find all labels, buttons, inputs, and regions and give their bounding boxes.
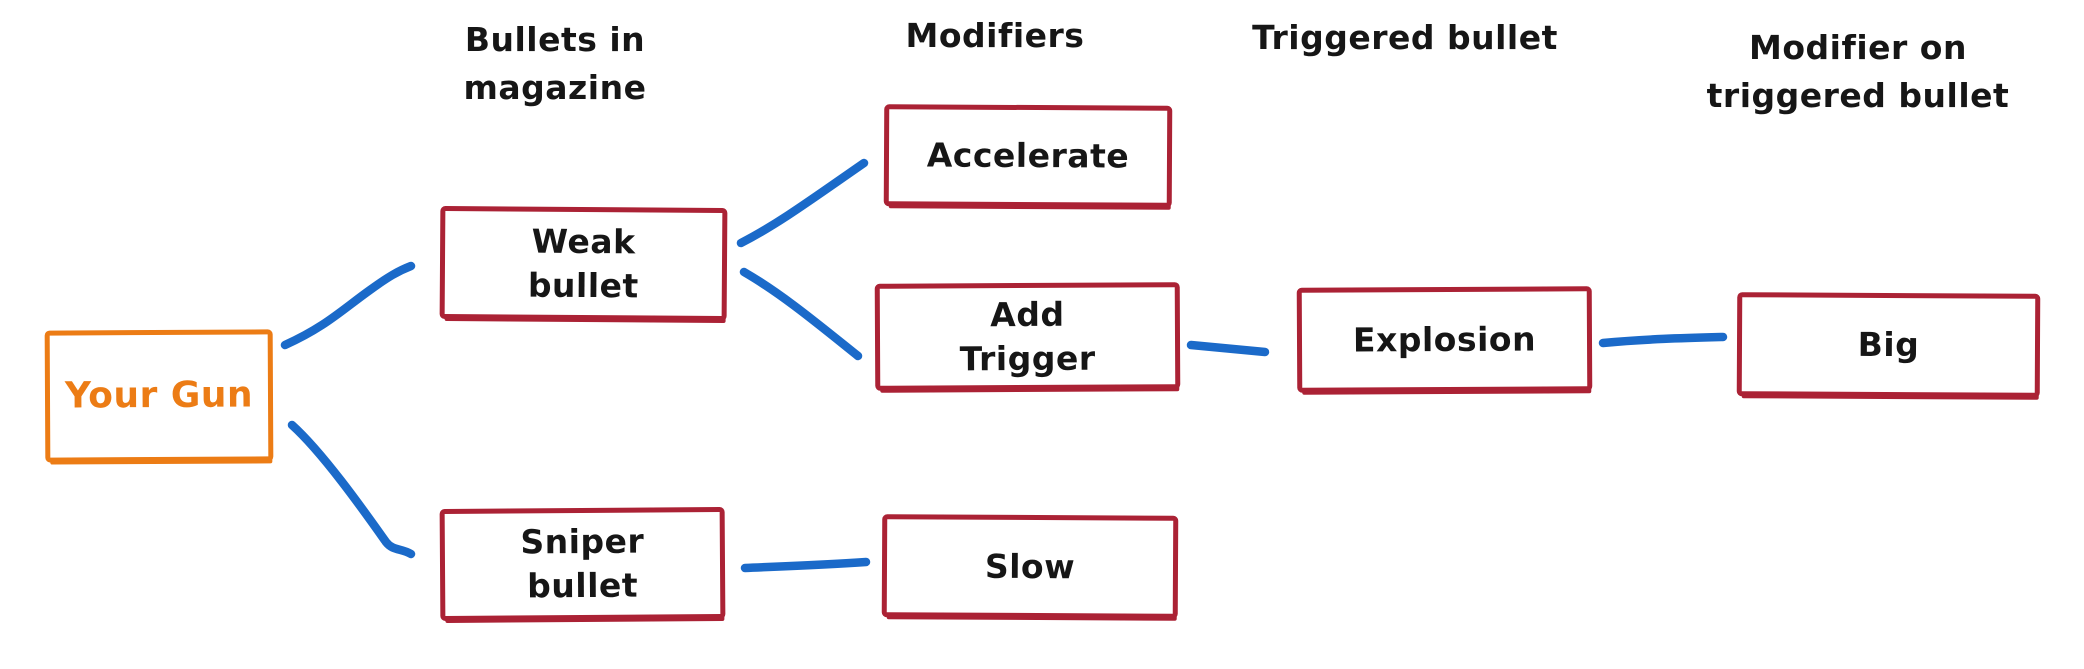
column-header-modifiers[interactable]: Modifiers xyxy=(835,12,1155,60)
node-label: Your Gun xyxy=(64,374,254,417)
node-sniper-bullet[interactable]: Sniper bullet xyxy=(439,507,726,621)
header-line: magazine xyxy=(463,67,647,107)
connector-weak-bullet-to-add-trigger[interactable] xyxy=(739,267,863,361)
column-header-triggered-bullet[interactable]: Triggered bullet xyxy=(1245,14,1565,62)
node-label: Add xyxy=(990,294,1065,335)
node-label: Big xyxy=(1857,325,1920,365)
header-line: Modifiers xyxy=(905,16,1085,55)
node-add-trigger[interactable]: Add Trigger xyxy=(874,282,1181,391)
header-line: bullet xyxy=(1898,75,2010,115)
node-label: Trigger xyxy=(959,338,1096,378)
node-accelerate[interactable]: Accelerate xyxy=(883,104,1173,208)
connector-your-gun-to-sniper-bullet[interactable] xyxy=(287,420,416,559)
node-label: Sniper xyxy=(520,522,645,562)
node-label: Weak xyxy=(531,221,636,262)
header-line: triggered xyxy=(1706,75,1887,115)
column-header-bullets-in-magazine[interactable]: Bullets in magazine xyxy=(395,16,715,112)
connector-add-trigger-to-explosion[interactable] xyxy=(1186,340,1270,357)
node-label: Slow xyxy=(984,546,1076,586)
connector-explosion-to-big[interactable] xyxy=(1598,332,1728,348)
header-line: Modifier on xyxy=(1749,28,1967,67)
node-label: Accelerate xyxy=(926,135,1130,176)
connector-weak-bullet-to-accelerate[interactable] xyxy=(736,158,869,248)
header-line: Bullets in xyxy=(464,20,646,59)
node-label: Explosion xyxy=(1352,319,1537,360)
node-your-gun[interactable]: Your Gun xyxy=(44,329,274,463)
connector-sniper-bullet-to-slow[interactable] xyxy=(740,557,871,573)
node-explosion[interactable]: Explosion xyxy=(1296,286,1593,393)
node-weak-bullet[interactable]: Weak bullet xyxy=(439,205,728,322)
header-line: bullet xyxy=(1446,18,1558,57)
node-label: bullet xyxy=(527,565,639,606)
connector-your-gun-to-weak-bullet[interactable] xyxy=(280,261,416,350)
node-slow[interactable]: Slow xyxy=(881,514,1179,619)
header-line: Triggered xyxy=(1252,18,1435,57)
node-label: bullet xyxy=(527,265,639,305)
node-big[interactable]: Big xyxy=(1736,292,2041,398)
column-header-modifier-on-triggered-bullet[interactable]: Modifier on triggered bullet xyxy=(1698,24,2018,120)
